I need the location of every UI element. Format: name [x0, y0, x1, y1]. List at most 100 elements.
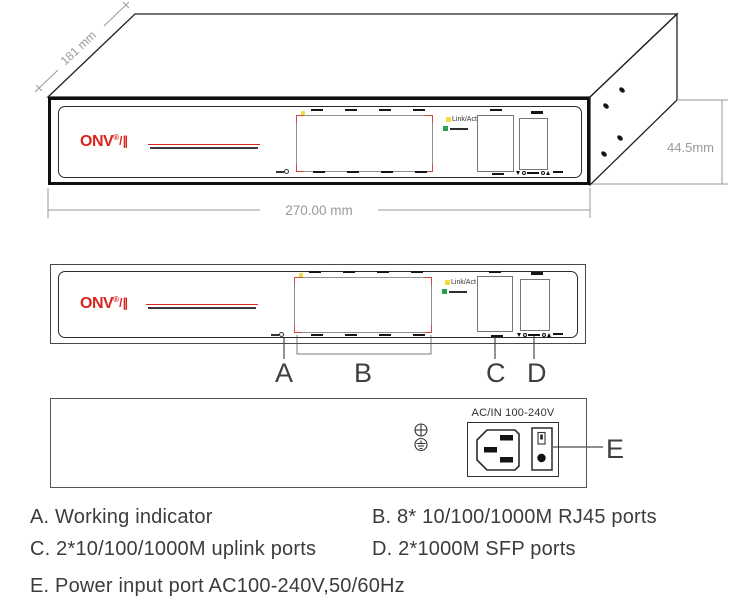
power-module-frame: [467, 422, 559, 477]
port-marker: [345, 333, 357, 336]
port-marker: [492, 172, 504, 175]
dimension-width-label: 270.00 mm: [285, 203, 353, 218]
working-indicator-icon: [284, 168, 289, 174]
circle-icon: [522, 333, 527, 337]
port-marker: [379, 108, 391, 111]
power-inlet-icon: [476, 429, 520, 471]
port-marker: [489, 270, 501, 273]
dimension-height-label: 44.5mm: [667, 140, 714, 155]
registered-mark: ®: [113, 133, 120, 142]
power-led-indicator: [443, 126, 468, 131]
callout-a: A: [275, 358, 294, 388]
link-act-indicator: Link/Act: [446, 116, 477, 123]
yellow-led-icon: [446, 117, 451, 122]
chassis-top-face: [46, 13, 679, 98]
vent-holes-icon: [601, 87, 625, 157]
corner-mark-icon: [294, 277, 302, 285]
led-label-line: [449, 290, 467, 293]
dimension-width-lines: [47, 188, 591, 218]
port-marker: [553, 332, 563, 335]
sfp-port-block: [520, 279, 550, 331]
circle-icon: [521, 171, 526, 175]
port-marker: [345, 108, 357, 111]
ac-input-label: AC/IN 100-240V: [471, 407, 555, 419]
callout-lines: [283, 336, 603, 448]
port-marker: [531, 272, 543, 275]
port-marker: [379, 333, 391, 336]
uplink-port-block: [477, 276, 513, 332]
triangle-up-icon: [547, 333, 551, 337]
circle-icon: [540, 171, 545, 175]
triangle-down-icon: [516, 171, 520, 175]
port-marker: [381, 170, 393, 173]
port-led-dot: [299, 272, 303, 277]
yellow-led-icon: [445, 280, 450, 285]
triangle-up-icon: [546, 171, 550, 175]
callout-b: B: [354, 358, 373, 388]
power-led-indicator: [442, 289, 467, 294]
sfp-markers-icon: [517, 333, 551, 337]
dimension-depth-label: 181 mm: [58, 28, 99, 68]
callout-e: E: [606, 434, 625, 464]
callout-bracket-b: [296, 335, 432, 355]
corner-mark-icon: [296, 164, 304, 172]
legend-item-b: B. 8* 10/100/1000M RJ45 ports: [372, 506, 657, 528]
green-led-icon: [442, 289, 447, 294]
rj45-port-block: [296, 115, 433, 172]
port-marker: [311, 333, 323, 336]
legend-item-e: E. Power input port AC100-240V,50/60Hz: [30, 575, 405, 597]
port-marker: [491, 334, 503, 337]
green-led-icon: [443, 126, 448, 131]
link-act-indicator: Link/Act: [445, 279, 476, 286]
corner-mark-icon: [424, 325, 432, 333]
port-marker: [343, 270, 355, 273]
port-marker: [377, 270, 389, 273]
rj45-port-block: [294, 277, 432, 333]
marker-line: [527, 172, 539, 174]
logo-underline-dark: [148, 306, 256, 309]
link-act-label: Link/Act: [451, 279, 476, 286]
logo-underline-red: [146, 303, 258, 305]
brand-logo: ONV®/∥: [80, 296, 128, 312]
registered-mark: ®: [113, 295, 120, 304]
corner-mark-icon: [425, 115, 433, 123]
circle-icon: [541, 333, 546, 337]
legend-item-d: D. 2*1000M SFP ports: [372, 538, 576, 560]
logo-underline-dark: [150, 146, 258, 149]
corner-mark-icon: [296, 115, 304, 123]
corner-mark-icon: [425, 164, 433, 172]
port-marker: [313, 170, 325, 173]
corner-mark-icon: [294, 325, 302, 333]
port-marker: [553, 171, 563, 173]
legend-item-c: C. 2*10/100/1000M uplink ports: [30, 538, 317, 560]
port-marker: [347, 170, 359, 173]
port-marker: [411, 270, 423, 273]
rear-panel-view: [50, 398, 587, 488]
brand-name: ONV: [80, 295, 114, 312]
led-label-line: [450, 127, 468, 130]
marker-line: [528, 334, 540, 336]
dimension-depth-lines: [34, 1, 130, 93]
front-faceplate-3d: [58, 106, 582, 178]
port-marker: [415, 170, 427, 173]
chassis-side-face: [589, 12, 678, 187]
triangle-down-icon: [517, 333, 521, 337]
callout-c: C: [486, 358, 506, 388]
sfp-markers-icon: [516, 171, 550, 175]
ground-icon: [414, 437, 428, 452]
port-marker: [413, 108, 425, 111]
legend-item-a: A. Working indicator: [30, 506, 213, 528]
port-led-dot: [301, 111, 305, 115]
callout-d: D: [527, 358, 547, 388]
brand-logo: ONV®/∥: [80, 134, 128, 150]
power-switch-icon: [531, 427, 553, 471]
front-panel-view: [50, 264, 586, 344]
corner-mark-icon: [424, 277, 432, 285]
sfp-port-block: [519, 118, 548, 170]
link-act-label: Link/Act: [452, 116, 477, 123]
logo-underline-red: [148, 143, 260, 145]
port-marker: [309, 270, 321, 273]
logo-slash: /∥: [119, 134, 129, 148]
logo-slash: /∥: [119, 296, 129, 310]
